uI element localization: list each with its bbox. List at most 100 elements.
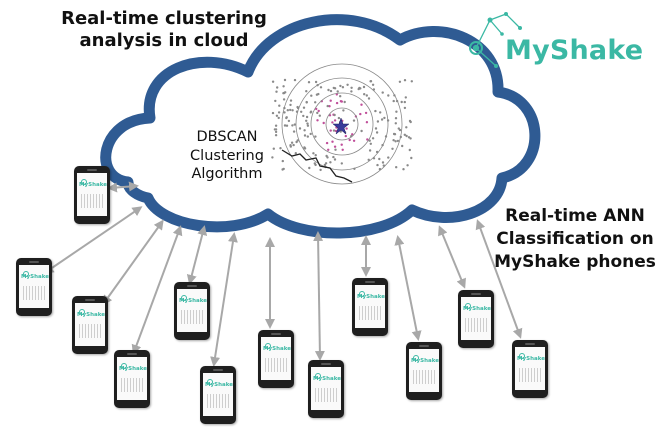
scatter-point: [381, 161, 385, 164]
scatter-point: [315, 93, 319, 96]
scatter-point: [303, 129, 306, 132]
waveform-icon: [519, 368, 541, 382]
scatter-point: [314, 154, 317, 157]
phone-app-label: MyShake: [357, 294, 385, 300]
scatter-point: [375, 131, 379, 134]
scatter-point: [402, 168, 405, 171]
scatter-point: [405, 126, 408, 129]
waveform-icon: [79, 324, 101, 338]
scatter-point: [408, 148, 411, 152]
scatter-point: [275, 114, 279, 118]
scatter-point: [314, 101, 317, 104]
scatter-point: [281, 159, 284, 163]
scatter-point: [339, 100, 343, 103]
scatter-point: [332, 155, 335, 159]
scatter-point: [331, 140, 334, 143]
phone-logo-icon: [315, 373, 321, 379]
scatter-point: [303, 134, 307, 137]
scatter-point: [314, 135, 317, 138]
scatter-point: [394, 140, 397, 143]
waveform-icon: [359, 306, 381, 320]
scatter-point: [336, 90, 339, 93]
scatter-point: [271, 80, 275, 83]
scatter-point: [289, 144, 292, 147]
cluster-scatter: [271, 78, 413, 172]
phone-device: MyShake: [258, 330, 294, 388]
scatter-point: [367, 97, 371, 100]
scatter-point: [333, 158, 337, 161]
cloud-shape: [100, 14, 541, 239]
phone-logo-icon: [23, 271, 29, 277]
scatter-point: [292, 143, 295, 147]
scatter-point: [404, 96, 407, 99]
scatter-point: [308, 166, 311, 170]
phone-app-label: MyShake: [79, 182, 107, 188]
scatter-point: [341, 148, 344, 151]
myshake-logo-icon: [469, 12, 522, 68]
scatter-point: [324, 162, 328, 165]
phone-device: MyShake: [308, 360, 344, 418]
scatter-point: [342, 109, 345, 112]
phone-app-label: MyShake: [463, 306, 491, 312]
scatter-point: [277, 111, 281, 114]
scatter-point: [387, 156, 390, 159]
scatter-point: [325, 141, 329, 145]
phone-logo-icon: [359, 291, 365, 297]
phone-logo-icon: [265, 343, 271, 349]
scatter-point: [302, 106, 306, 109]
scatter-point: [366, 138, 369, 141]
scatter-point: [283, 124, 287, 127]
scatter-point: [350, 86, 353, 90]
scatter-point: [387, 94, 390, 97]
scatter-point: [274, 124, 278, 127]
scatter-point: [410, 156, 413, 160]
phone-device: MyShake: [174, 282, 210, 340]
scatter-point: [309, 132, 312, 136]
scatter-point: [319, 168, 322, 172]
scatter-point: [305, 119, 308, 123]
coastline: [281, 149, 353, 183]
scatter-point: [283, 78, 287, 82]
scatter-point: [282, 85, 285, 88]
scatter-point: [392, 139, 395, 142]
scatter-point: [291, 109, 294, 112]
scatter-point: [365, 121, 369, 124]
scatter-point: [286, 109, 289, 112]
scatter-point: [300, 110, 303, 114]
scatter-point: [334, 148, 337, 151]
scatter-point: [340, 143, 343, 146]
scatter-point: [331, 121, 334, 124]
scatter-point: [333, 145, 337, 148]
scatter-point: [326, 156, 329, 159]
scatter-point: [363, 93, 366, 96]
phone-device: MyShake: [458, 290, 494, 348]
scatter-point: [405, 134, 408, 138]
epicenter-star-icon: [332, 117, 350, 135]
scatter-point: [292, 130, 296, 133]
scatter-point: [368, 139, 371, 142]
scatter-point: [369, 80, 372, 83]
scatter-point: [291, 124, 294, 127]
waveform-icon: [265, 358, 287, 372]
scatter-point: [392, 99, 395, 103]
scatter-point: [401, 144, 404, 148]
phone-device: MyShake: [200, 366, 236, 424]
phone-app-label: MyShake: [77, 312, 105, 318]
phone-device: MyShake: [406, 342, 442, 400]
scatter-point: [403, 79, 407, 82]
phone-logo-icon: [519, 353, 525, 359]
scatter-point: [314, 163, 317, 167]
scatter-point: [368, 149, 372, 152]
scatter-point: [362, 85, 366, 89]
waveform-icon: [413, 370, 435, 384]
scatter-point: [360, 103, 363, 106]
cloud-title: Real-time clustering analysis in cloud: [61, 8, 267, 51]
waveform-icon: [121, 378, 143, 392]
scatter-point: [316, 119, 319, 122]
scatter-point: [271, 111, 275, 115]
scatter-point: [294, 152, 297, 155]
scatter-point: [284, 91, 287, 94]
scatter-point: [406, 164, 409, 167]
scatter-point: [395, 166, 398, 169]
